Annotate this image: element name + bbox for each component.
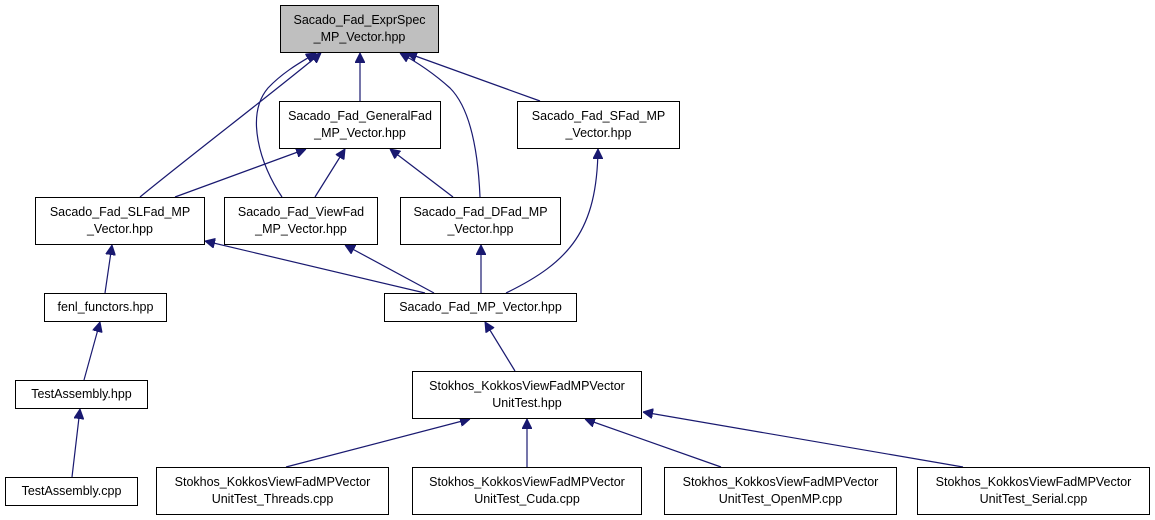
edge-openmp-to-unittest	[585, 419, 722, 468]
node-label-line: UnitTest.hpp	[492, 396, 562, 410]
node-viewfad-mp-vector-hpp[interactable]: Sacado_Fad_ViewFad _MP_Vector.hpp	[224, 197, 378, 245]
edge-mpvector-to-slfad	[205, 241, 426, 294]
node-label-line: Sacado_Fad_SFad_MP	[531, 109, 666, 123]
node-label-line: UnitTest_OpenMP.cpp	[718, 492, 843, 506]
node-unittest-threads-cpp[interactable]: Stokhos_KokkosViewFadMPVector UnitTest_T…	[156, 467, 389, 515]
node-sacado-fad-mp-vector-hpp[interactable]: Sacado_Fad_MP_Vector.hpp	[384, 293, 577, 322]
node-label-line: UnitTest_Threads.cpp	[211, 492, 334, 506]
edge-dfad-to-exprspec	[400, 53, 481, 198]
edge-slfad-to-exprspec	[139, 53, 321, 198]
edge-viewfad-to-exprspec	[255, 53, 316, 198]
node-label-line: Sacado_Fad_SLFad_MP	[49, 205, 191, 219]
node-testassembly-hpp[interactable]: TestAssembly.hpp	[15, 380, 148, 409]
edge-testasmcpp-to-testasmhpp	[71, 409, 80, 478]
node-unittest-hpp[interactable]: Stokhos_KokkosViewFadMPVector UnitTest.h…	[412, 371, 642, 419]
node-slfad-mp-vector-hpp[interactable]: Sacado_Fad_SLFad_MP _Vector.hpp	[35, 197, 205, 245]
node-label-line: Sacado_Fad_DFad_MP	[413, 205, 548, 219]
node-label-line: UnitTest_Serial.cpp	[979, 492, 1088, 506]
node-label-line: UnitTest_Cuda.cpp	[474, 492, 580, 506]
edge-testasmhpp-to-fenl	[83, 322, 100, 381]
node-label-line: _MP_Vector.hpp	[313, 30, 406, 44]
node-unittest-openmp-cpp[interactable]: Stokhos_KokkosViewFadMPVector UnitTest_O…	[664, 467, 897, 515]
node-label-line: _MP_Vector.hpp	[255, 222, 347, 236]
node-label-line: Stokhos_KokkosViewFadMPVector	[174, 475, 371, 489]
edge-mpvector-to-viewfad	[345, 245, 435, 294]
edge-dfad-to-generalfad	[390, 149, 454, 198]
node-label-line: Stokhos_KokkosViewFadMPVector	[935, 475, 1132, 489]
node-label-line: Sacado_Fad_ExprSpec	[293, 13, 426, 27]
node-label-line: Stokhos_KokkosViewFadMPVector	[429, 379, 625, 393]
node-label-line: Stokhos_KokkosViewFadMPVector	[429, 475, 625, 489]
node-label-line: _Vector.hpp	[447, 222, 514, 236]
edge-sfad-to-exprspec	[407, 53, 541, 102]
node-dfad-mp-vector-hpp[interactable]: Sacado_Fad_DFad_MP _Vector.hpp	[400, 197, 561, 245]
node-unittest-cuda-cpp[interactable]: Stokhos_KokkosViewFadMPVector UnitTest_C…	[412, 467, 642, 515]
node-fenl-functors-hpp[interactable]: fenl_functors.hpp	[44, 293, 167, 322]
edge-mpvector-to-sfad	[505, 149, 598, 294]
edge-threads-to-unittest	[285, 419, 470, 468]
node-unittest-serial-cpp[interactable]: Stokhos_KokkosViewFadMPVector UnitTest_S…	[917, 467, 1150, 515]
edge-fenl-to-slfad	[104, 245, 112, 294]
edge-slfad-to-generalfad	[174, 149, 306, 198]
node-label-line: Stokhos_KokkosViewFadMPVector	[682, 475, 879, 489]
edge-viewfad-to-generalfad	[314, 149, 345, 198]
node-exprspec-mp-vector-hpp: Sacado_Fad_ExprSpec _MP_Vector.hpp	[280, 5, 439, 53]
node-label-line: fenl_functors.hpp	[57, 300, 154, 314]
node-testassembly-cpp[interactable]: TestAssembly.cpp	[5, 477, 138, 506]
node-label-line: Sacado_Fad_GeneralFad	[288, 109, 432, 123]
node-label-line: Sacado_Fad_MP_Vector.hpp	[399, 300, 562, 314]
node-label-line: _Vector.hpp	[86, 222, 154, 236]
node-label-line: TestAssembly.hpp	[31, 387, 132, 401]
edge-serial-to-unittest	[643, 412, 964, 468]
node-label-line: TestAssembly.cpp	[21, 484, 122, 498]
edge-unittest-to-mpvector	[485, 322, 516, 372]
node-generalfad-mp-vector-hpp[interactable]: Sacado_Fad_GeneralFad _MP_Vector.hpp	[279, 101, 441, 149]
node-sfad-mp-vector-hpp[interactable]: Sacado_Fad_SFad_MP _Vector.hpp	[517, 101, 680, 149]
node-label-line: _MP_Vector.hpp	[314, 126, 406, 140]
node-label-line: _Vector.hpp	[565, 126, 632, 140]
node-label-line: Sacado_Fad_ViewFad	[237, 205, 365, 219]
